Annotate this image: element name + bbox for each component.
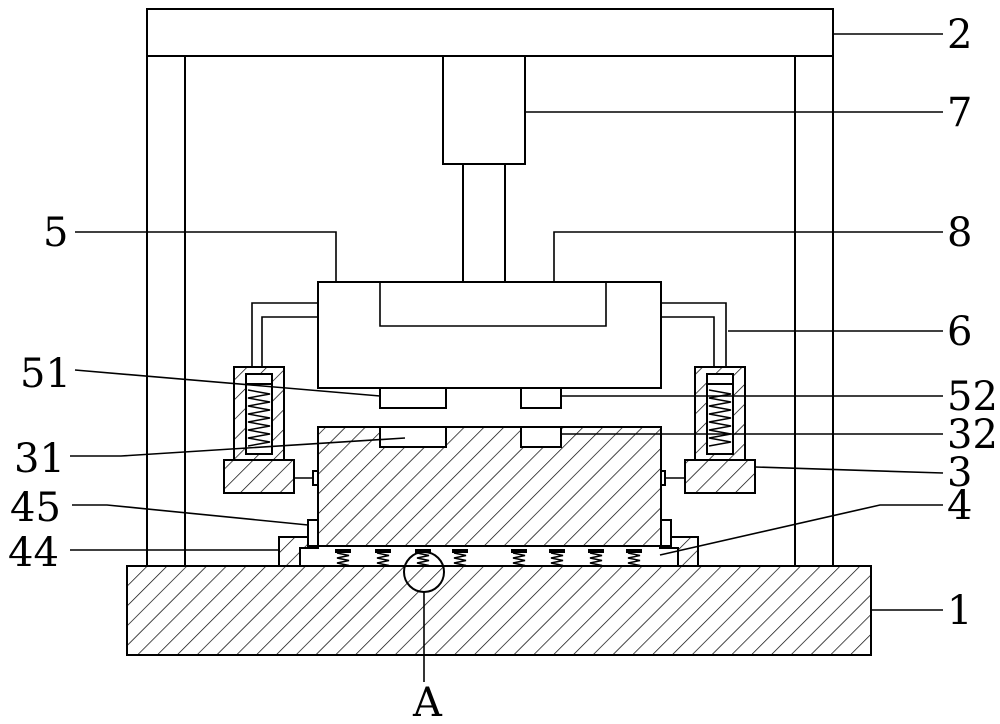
spring-cap-left (246, 374, 272, 384)
label-pipe: 6 (947, 309, 972, 355)
retainer-left (308, 520, 318, 546)
label-press-head-right: 8 (947, 210, 972, 256)
hydraulic-cylinder (443, 56, 525, 282)
pipe-right-inner (661, 317, 714, 370)
base-plate (127, 566, 871, 655)
frame-left-column (147, 56, 185, 566)
label-cylinder: 7 (947, 90, 972, 136)
die-block (308, 427, 671, 546)
label-base: 1 (947, 588, 972, 634)
clamp-block-left (224, 460, 294, 493)
clamp-block-right (685, 460, 755, 493)
die-block-body (318, 427, 661, 546)
press-block-left (380, 388, 446, 408)
press-head (318, 282, 661, 408)
label-groove-left: 31 (14, 436, 65, 482)
label-detail-mark: A (412, 680, 443, 724)
groove-left (380, 427, 446, 447)
retainer-right (661, 520, 671, 546)
pipe-left-inner (262, 317, 318, 370)
frame-right-column (795, 56, 833, 566)
label-press-head-left: 5 (43, 210, 68, 256)
label-frame-top: 2 (947, 12, 972, 58)
label-spring-row: 4 (947, 483, 972, 529)
label-block-left: 51 (20, 351, 71, 397)
press-block-right (521, 388, 561, 408)
spring-cylinder-right (653, 367, 755, 493)
label-retainer: 45 (10, 485, 61, 531)
cylinder-body (443, 56, 525, 164)
frame-top-beam (147, 9, 833, 56)
press-head-body (318, 282, 661, 388)
piston-rod (463, 164, 505, 282)
spring-cap-right (707, 374, 733, 384)
pipe-right-outer (661, 303, 726, 370)
label-guide-ring: 44 (8, 530, 59, 576)
groove-right (521, 427, 561, 447)
spring-cylinder-left (224, 367, 325, 493)
